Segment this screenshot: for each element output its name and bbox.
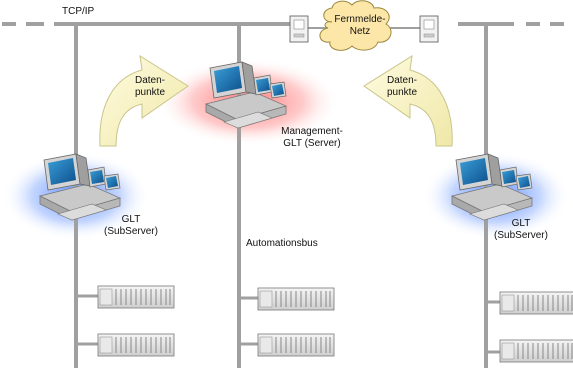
- controller-rack-icon: [499, 291, 573, 315]
- server-label-line1: Management-: [281, 126, 343, 137]
- tcpip-label: TCP/IP: [62, 6, 95, 17]
- cloud-label-line1: Fernmelde-: [334, 14, 386, 25]
- server-label-line2: GLT (Server): [283, 138, 341, 149]
- server-label: Management- GLT (Server): [272, 126, 352, 150]
- cloud-label-line2: Netz: [349, 26, 371, 37]
- right-subserver-label-line1: GLT: [511, 218, 531, 229]
- left-arrow-label: Daten- punkte: [128, 75, 172, 99]
- controller-rack-icon: [499, 339, 573, 363]
- left-subserver-label: GLT (SubServer): [98, 214, 164, 238]
- controller-rack-icon: [257, 287, 335, 311]
- automation-bus-label: Automationsbus: [246, 238, 318, 249]
- right-arrow-label: Daten- punkte: [380, 75, 424, 99]
- rack-connectors: [76, 294, 500, 354]
- left-arrow-label-line2: punkte: [134, 87, 166, 98]
- right-subserver-label-line2: (SubServer): [494, 230, 548, 241]
- modem-icon: [419, 15, 439, 43]
- right-arrow-label-line1: Daten-: [386, 75, 417, 86]
- left-datapoint-arrow: [99, 55, 189, 147]
- controller-rack-icon: [97, 285, 175, 309]
- right-datapoint-arrow: [363, 55, 453, 147]
- controller-rack-icon: [257, 333, 335, 357]
- cloud-label: Fernmelde- Netz: [332, 14, 388, 38]
- left-subserver-label-line1: GLT: [121, 214, 141, 225]
- controller-rack-icon: [97, 333, 175, 357]
- left-subserver-label-line2: (SubServer): [104, 226, 158, 237]
- right-arrow-label-line2: punkte: [386, 87, 418, 98]
- cloud-icon: [319, 0, 392, 51]
- left-arrow-label-line1: Daten-: [134, 75, 165, 86]
- modem-icon: [289, 15, 309, 43]
- right-subserver-label: GLT (SubServer): [488, 218, 554, 242]
